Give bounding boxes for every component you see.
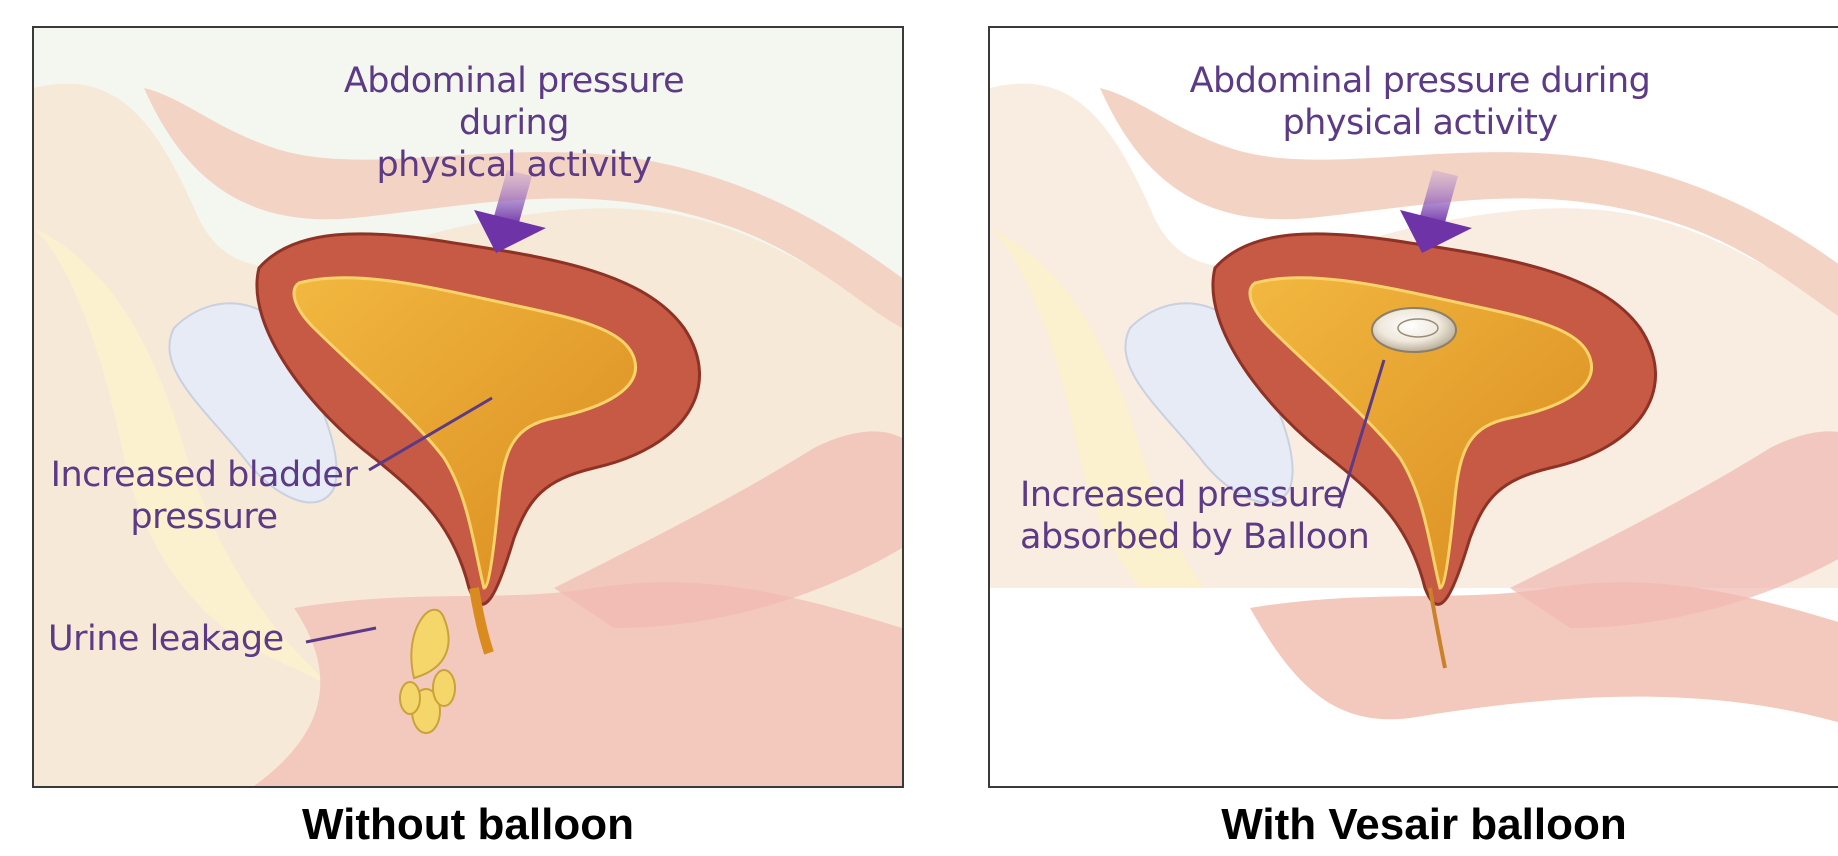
abdominal-pressure-label: Abdominal pressure during physical activ… bbox=[1180, 60, 1660, 144]
bladder-pressure-label: Increased bladder pressure bbox=[44, 454, 364, 538]
label-line: physical activity bbox=[284, 144, 744, 186]
panel-with-vesair-balloon: Abdominal pressure during physical activ… bbox=[988, 26, 1838, 788]
abdominal-pressure-label: Abdominal pressure during physical activ… bbox=[284, 60, 744, 186]
label-line: Abdominal pressure during bbox=[284, 60, 744, 144]
panel-without-balloon: Abdominal pressure during physical activ… bbox=[32, 26, 904, 788]
label-line: Increased pressure bbox=[1020, 474, 1380, 516]
label-line: physical activity bbox=[1180, 102, 1660, 144]
label-line: Urine leakage bbox=[48, 618, 308, 660]
balloon-pressure-label: Increased pressure absorbed by Balloon bbox=[1020, 474, 1380, 558]
urine-leakage-label: Urine leakage bbox=[48, 618, 308, 660]
vesair-balloon-icon bbox=[1372, 308, 1456, 352]
pelvic-floor bbox=[254, 582, 902, 786]
label-line: absorbed by Balloon bbox=[1020, 516, 1380, 558]
caption-with-vesair-balloon: With Vesair balloon bbox=[988, 800, 1838, 850]
label-line: Increased bladder bbox=[44, 454, 364, 496]
label-line: Abdominal pressure during bbox=[1180, 60, 1660, 102]
caption-without-balloon: Without balloon bbox=[32, 800, 904, 850]
label-line: pressure bbox=[44, 496, 364, 538]
